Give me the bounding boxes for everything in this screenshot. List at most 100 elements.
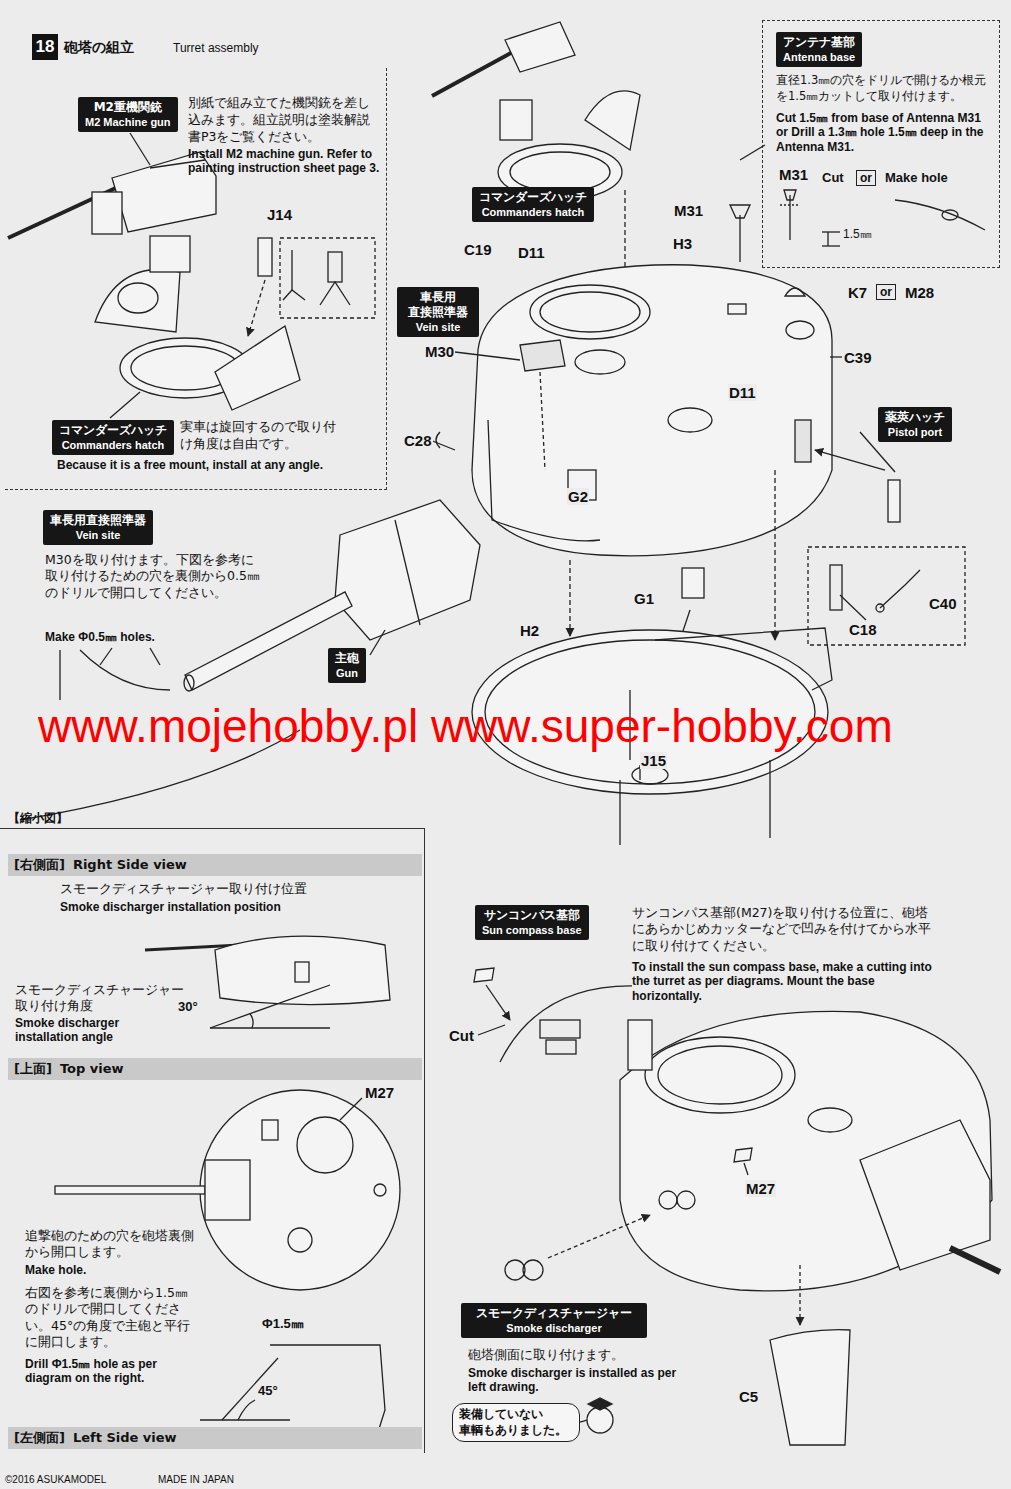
- part-label-box: 車長用 直接照準器Vein site: [397, 287, 479, 337]
- illustration-path: [789, 195, 790, 240]
- illustration-line: [744, 1163, 748, 1175]
- illustration-rect: [830, 565, 842, 610]
- illustration-line: [478, 1025, 505, 1035]
- note-text: スモークディスチャージャー取り付け位置: [60, 881, 307, 897]
- note-text: Drill Φ1.5㎜ hole as per diagram on the r…: [25, 1357, 165, 1386]
- illustration-path: [588, 1398, 612, 1410]
- part-label-box: M2重機関銃M2 Machine gun: [78, 97, 178, 132]
- part-label-box: コマンダーズハッチCommanders hatch: [472, 187, 594, 222]
- node-text: 車長用 直接照準器: [404, 290, 472, 320]
- note-text: スモークディスチャージャー取り付け角度: [15, 982, 187, 1015]
- illustration-line: [210, 1027, 330, 1028]
- part-number: H3: [672, 235, 693, 252]
- node-text: Commanders hatch: [479, 205, 587, 219]
- illustration-line: [430, 440, 455, 450]
- illustration-path: [283, 290, 305, 300]
- illustration-rect: [728, 304, 746, 314]
- illustration-rect: [546, 1040, 576, 1054]
- illustration-line: [210, 985, 330, 1028]
- note-text: Make Φ0.5㎜ holes.: [45, 630, 155, 644]
- illustration-line: [395, 520, 420, 625]
- illustration-rect: [808, 547, 965, 645]
- part-number: H2: [519, 622, 540, 639]
- node-text: コマンダーズハッチ: [59, 423, 167, 438]
- note-text: Cut: [822, 170, 844, 186]
- node-text: Vein site: [404, 320, 472, 334]
- node-text: Antenna base: [783, 50, 855, 64]
- note-text: 30°: [178, 999, 198, 1015]
- illustration-ellipse: [658, 1046, 782, 1104]
- node-text: M2重機関銃: [85, 100, 171, 115]
- illustration-rect: [92, 192, 122, 234]
- illustration-line: [150, 648, 160, 665]
- note-text: Turret assembly: [173, 41, 259, 55]
- part-number: J15: [640, 752, 667, 769]
- illustration-path: [270, 1345, 385, 1432]
- note-text: 45°: [258, 1383, 278, 1399]
- part-number: M27: [745, 1180, 776, 1197]
- note-text: Smoke discharger installation position: [60, 900, 281, 914]
- node-text: 直径1.3㎜の穴をドリルで開けるか根元を1.5㎜カットして取り付けます。: [776, 73, 994, 104]
- illustration-line: [340, 1098, 362, 1120]
- illustration-line: [815, 450, 885, 470]
- part-number: C28: [403, 432, 433, 449]
- view-band: [左側面]Left Side view: [8, 1427, 422, 1449]
- illustration-rect: [328, 252, 342, 282]
- illustration-ellipse: [184, 675, 194, 691]
- part-number: C39: [843, 349, 873, 366]
- node-text: 薬莢ハッチ: [885, 410, 945, 425]
- note-text: 右図を参考に裏側から1.5㎜のドリルで開口してください。45°の角度で主砲と平行…: [25, 1285, 197, 1350]
- note-text: ©2016 ASUKAMODEL: [5, 1474, 106, 1486]
- illustration-path: [250, 1014, 253, 1028]
- illustration-path: [770, 1330, 850, 1445]
- illustration-rect: [55, 1186, 205, 1194]
- node-text: スモークディスチャージャー: [468, 1306, 640, 1321]
- node-text: [右側面]: [14, 857, 65, 873]
- node-text: Install M2 machine gun. Refer to paintin…: [188, 147, 383, 176]
- illustration-path: [784, 190, 796, 200]
- illustration-ellipse: [668, 408, 712, 432]
- illustration-circle: [659, 1191, 677, 1209]
- node-text: 車長用直接照準器: [50, 513, 146, 528]
- instruction-panel: 別紙で組み立てた機関銃を差し込みます。組立説明は塗装解説書P3をご覧ください。I…: [5, 68, 387, 490]
- illustration-circle: [200, 1090, 400, 1290]
- or-box: or: [876, 284, 896, 300]
- node-text: [上面]: [14, 1061, 52, 1077]
- part-number: C5: [738, 1388, 759, 1405]
- illustration-polygon: [185, 592, 352, 690]
- note-text: M30を取り付けます。下図を参考に取り付けるための穴を裏側から0.5㎜のドリルで…: [45, 552, 260, 601]
- part-label-box: スモークディスチャージャーSmoke discharger: [461, 1303, 647, 1338]
- part-number: M31: [673, 202, 704, 219]
- illustration-circle: [876, 604, 884, 612]
- node-text: Cut 1.5㎜ from base of Antenna M31 or Dri…: [776, 111, 994, 154]
- node-text: [左側面]: [14, 1430, 65, 1446]
- illustration-path: [500, 986, 640, 1062]
- part-number: C19: [463, 241, 493, 258]
- node-text: 主砲: [335, 651, 359, 666]
- illustration-rect: [888, 480, 900, 522]
- note-text: Make hole.: [25, 1263, 86, 1277]
- illustration-path: [734, 1148, 752, 1162]
- illustration-rect: [500, 100, 532, 140]
- note-text: 砲塔側面に取り付けます。: [468, 1347, 624, 1363]
- watermark: www.mojehobby.pl www.super-hobby.com: [38, 702, 893, 750]
- illustration-path: [585, 91, 640, 150]
- illustration-ellipse: [786, 321, 814, 339]
- illustration-line: [580, 1420, 587, 1422]
- illustration-ellipse: [510, 152, 610, 192]
- illustration-line: [540, 372, 545, 470]
- part-number: G2: [567, 488, 589, 505]
- illustration-line: [130, 133, 150, 165]
- illustration-ellipse: [118, 283, 158, 313]
- illustration-path: [620, 1011, 992, 1291]
- illustration-line: [619, 780, 620, 845]
- instruction-panel: 直径1.3㎜の穴をドリルで開けるか根元を1.5㎜カットして取り付けます。 Cut …: [762, 20, 1000, 268]
- illustration-line: [291, 250, 292, 290]
- part-label-box: アンテナ基部Antenna base: [776, 32, 862, 67]
- illustration-polygon: [520, 340, 565, 371]
- illustration-line: [769, 760, 770, 838]
- illustration-line: [200, 1419, 290, 1420]
- illustration-path: [472, 265, 832, 556]
- illustration-line: [486, 985, 510, 1020]
- illustration-polygon: [335, 500, 480, 640]
